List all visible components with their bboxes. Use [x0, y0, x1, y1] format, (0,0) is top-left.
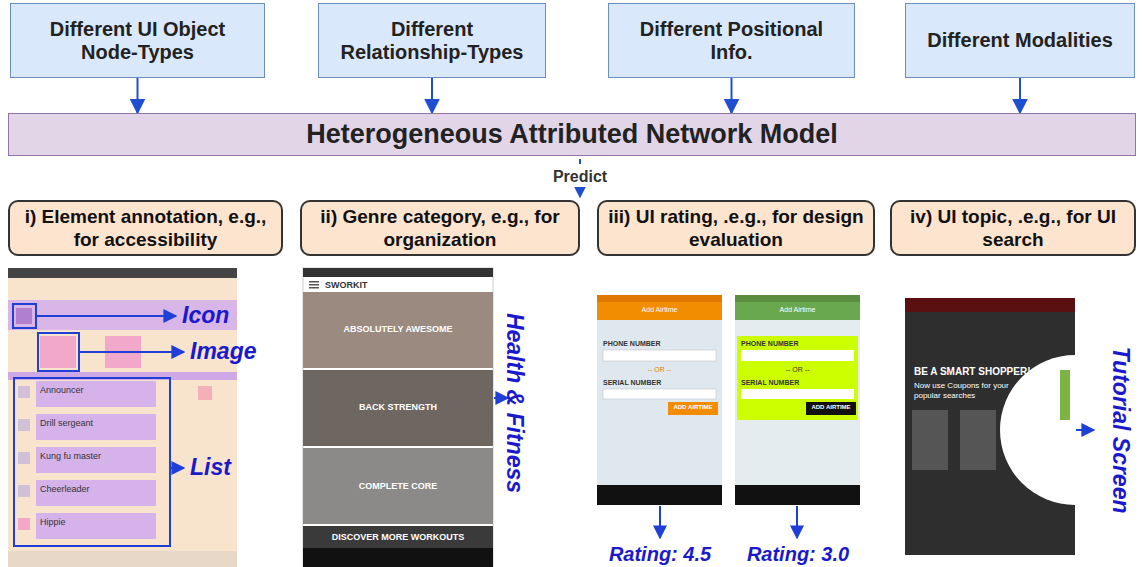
screen-text: -- OR --	[735, 366, 860, 373]
screen-text: Add Airtime	[735, 306, 860, 313]
list-item: Cheerleader	[40, 484, 90, 494]
screen-text: BACK STRENGTH	[303, 402, 493, 412]
screen-text: -- OR --	[597, 366, 722, 373]
annotation-label: Image	[190, 338, 256, 365]
connector-arrow	[431, 78, 433, 113]
annotation-label: Icon	[182, 302, 229, 329]
rating-label: Rating: 4.5	[592, 543, 728, 566]
connector-arrow	[731, 78, 733, 113]
screen-text: BE A SMART SHOPPER!	[914, 366, 1031, 377]
list-item: Announcer	[40, 385, 84, 395]
screen-text: ADD AIRTIME	[668, 404, 718, 410]
screen-text: Now use Coupons for your popular searche…	[914, 381, 1034, 401]
screen-text: ADD AIRTIME	[806, 404, 856, 410]
task-box: iv) UI topic, .e.g., for UI search	[890, 200, 1136, 256]
screen-text: COMPLETE CORE	[303, 481, 493, 491]
genre-label: Health & Fitness	[501, 313, 528, 493]
list-item: Kung fu master	[40, 451, 101, 461]
node-text: ii) Genre category, e.g., for organizati…	[308, 205, 572, 251]
screen-text: PHONE NUMBER	[603, 340, 661, 347]
node-text: Different UI Object Node-Types	[19, 18, 256, 64]
list-item: Drill sergeant	[40, 418, 93, 428]
input-box: Different UI Object Node-Types	[10, 3, 265, 78]
input-box: Different Modalities	[905, 3, 1135, 78]
node-text: iv) UI topic, .e.g., for UI search	[898, 205, 1128, 251]
app-title: SWORKIT	[325, 280, 368, 290]
input-box: Different Positional Info.	[608, 3, 855, 78]
node-text: iii) UI rating, .e.g., for design evalua…	[605, 205, 867, 251]
screen-text: SERIAL NUMBER	[603, 379, 661, 386]
rating-label: Rating: 3.0	[730, 543, 866, 566]
screen-text: Add Airtime	[597, 306, 722, 313]
task-box: i) Element annotation, e.g., for accessi…	[8, 200, 283, 256]
connector-arrow	[1019, 78, 1021, 113]
node-text: i) Element annotation, e.g., for accessi…	[16, 205, 275, 251]
list-item: Hippie	[40, 517, 66, 527]
node-text: Different Modalities	[927, 29, 1113, 52]
predict-label: Predict	[545, 167, 615, 187]
task-box: iii) UI rating, .e.g., for design evalua…	[597, 200, 875, 256]
node-text: Different Positional Info.	[617, 18, 846, 64]
model-band: Heterogeneous Attributed Network Model	[8, 113, 1136, 156]
node-text: Heterogeneous Attributed Network Model	[306, 119, 838, 150]
node-text: Different Relationship-Types	[327, 18, 537, 64]
screen-text: PHONE NUMBER	[741, 340, 799, 347]
screen-text: DISCOVER MORE WORKOUTS	[303, 532, 493, 542]
screen-text: SERIAL NUMBER	[741, 379, 799, 386]
task-box: ii) Genre category, e.g., for organizati…	[300, 200, 580, 256]
topic-label: Tutorial Screen	[1107, 346, 1134, 513]
screen-text: ABSOLUTELY AWESOME	[303, 324, 493, 334]
connector-arrow	[137, 78, 139, 113]
input-box: Different Relationship-Types	[318, 3, 546, 78]
annotation-label: List	[190, 454, 231, 481]
